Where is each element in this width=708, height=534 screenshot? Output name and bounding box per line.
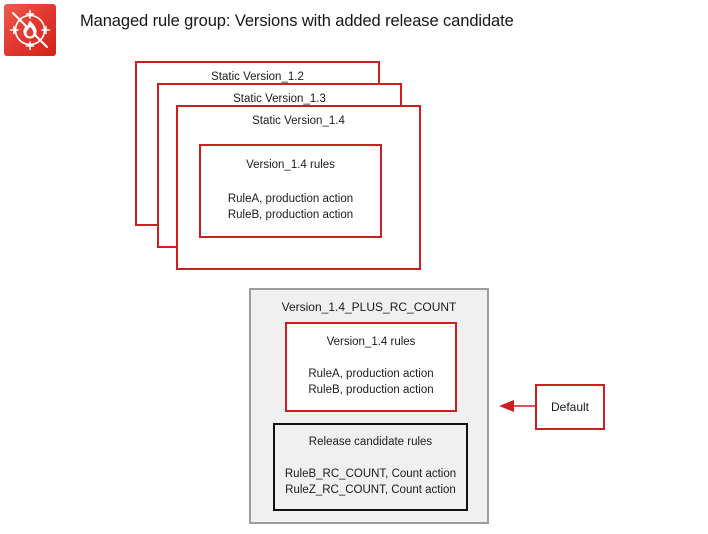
static-version-layer-3-label: Static Version_1.4 xyxy=(252,115,345,127)
release-candidate-rules-box: Release candidate rules RuleB_RC_COUNT, … xyxy=(273,423,468,511)
version-rules-box-rc-group: Version_1.4 rules RuleA, production acti… xyxy=(285,322,457,412)
version-rules-box-stack-title: Version_1.4 rules xyxy=(246,159,335,171)
version-rules-box-stack-rule-1: RuleA, production action xyxy=(227,193,354,205)
version-rules-box-rc-group-rule-1: RuleA, production action xyxy=(308,368,434,380)
release-candidate-rule-2: RuleZ_RC_COUNT, Count action xyxy=(285,484,456,496)
version-rules-box-stack-rule-2: RuleB, production action xyxy=(227,209,354,221)
page-title: Managed rule group: Versions with added … xyxy=(80,12,514,30)
aws-waf-flame-target-icon xyxy=(4,4,56,56)
release-candidate-rule-1: RuleB_RC_COUNT, Count action xyxy=(284,468,457,480)
default-callout-label: Default xyxy=(550,400,590,414)
rc-group-title: Version_1.4_PLUS_RC_COUNT xyxy=(281,300,457,314)
default-callout-box: Default xyxy=(535,384,605,430)
static-version-layer-2-label: Static Version_1.3 xyxy=(233,93,326,105)
static-version-layer-1-label: Static Version_1.2 xyxy=(211,71,304,83)
version-rules-box-rc-group-rule-2: RuleB, production action xyxy=(308,384,434,396)
release-candidate-rules-title: Release candidate rules xyxy=(308,436,433,448)
version-rules-box-rc-group-title: Version_1.4 rules xyxy=(326,336,416,348)
arrow-left-icon xyxy=(497,398,537,414)
version-rules-box-stack: Version_1.4 rules RuleA, production acti… xyxy=(199,144,382,238)
